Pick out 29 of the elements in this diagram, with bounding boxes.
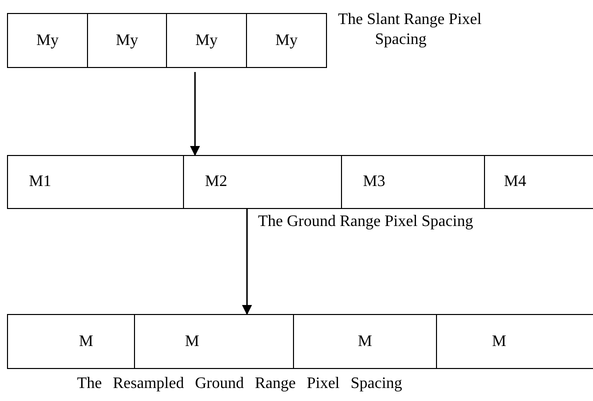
cell-label: M bbox=[492, 332, 506, 350]
pixel-cell bbox=[7, 314, 135, 369]
arrow bbox=[190, 72, 200, 156]
cell-label: My bbox=[195, 32, 218, 50]
pixel-cell bbox=[484, 155, 593, 209]
pixel-cell bbox=[166, 13, 247, 68]
pixel-cell bbox=[246, 13, 327, 68]
pixel-cell bbox=[436, 314, 593, 369]
cell-label: M2 bbox=[205, 173, 228, 191]
arrow bbox=[242, 209, 252, 315]
pixel-cell bbox=[7, 13, 88, 68]
cell-label: M4 bbox=[504, 173, 526, 191]
pixel-cell bbox=[293, 314, 437, 369]
cell-label: M bbox=[358, 332, 372, 350]
pixel-cell bbox=[87, 13, 167, 68]
cell-label: M bbox=[79, 332, 94, 350]
cell-label: My bbox=[275, 32, 298, 50]
caption-text: The Ground Range Pixel Spacing bbox=[258, 213, 474, 231]
cell-label: My bbox=[116, 32, 138, 50]
caption-text: The Slant Range Pixel Spacing bbox=[338, 10, 483, 50]
cell-label: M1 bbox=[29, 173, 52, 191]
pixel-cell bbox=[341, 155, 485, 209]
cell-label: M3 bbox=[363, 173, 386, 191]
caption-text: The Resampled Ground Range Pixel Spacing bbox=[77, 375, 402, 393]
pixel-cell bbox=[134, 314, 294, 369]
cell-label: M bbox=[185, 332, 200, 350]
pixel-cell bbox=[7, 155, 184, 209]
pixel-cell bbox=[183, 155, 342, 209]
cell-label: My bbox=[36, 32, 59, 50]
